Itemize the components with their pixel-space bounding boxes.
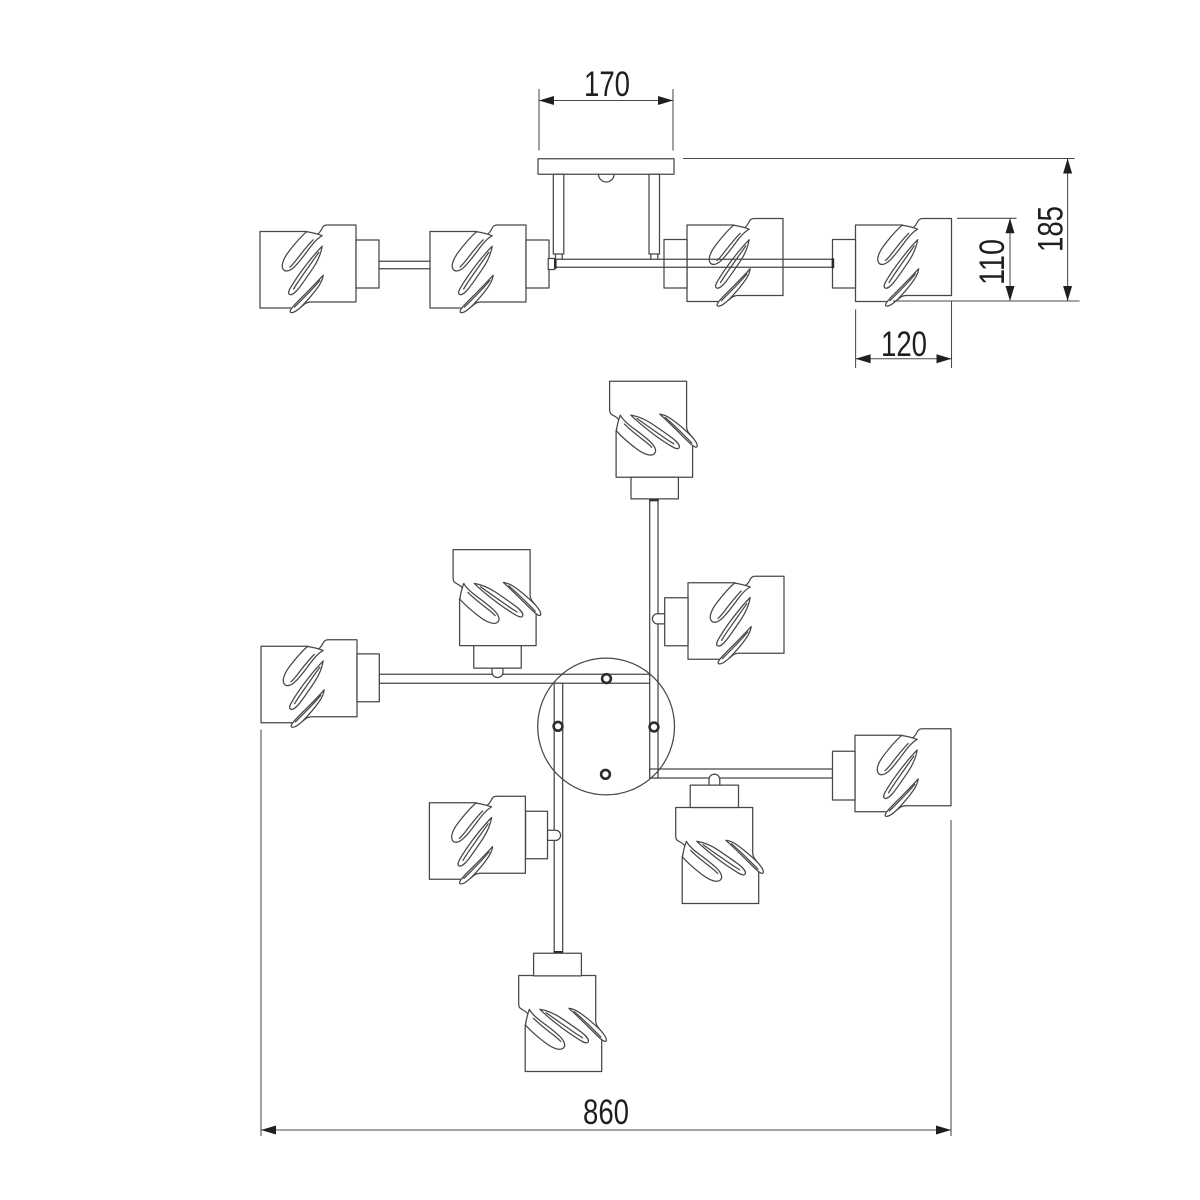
svg-text:860: 860 bbox=[583, 1093, 629, 1132]
svg-text:110: 110 bbox=[973, 239, 1012, 285]
svg-text:120: 120 bbox=[881, 325, 927, 364]
svg-text:185: 185 bbox=[1032, 206, 1071, 252]
svg-text:170: 170 bbox=[584, 65, 630, 104]
